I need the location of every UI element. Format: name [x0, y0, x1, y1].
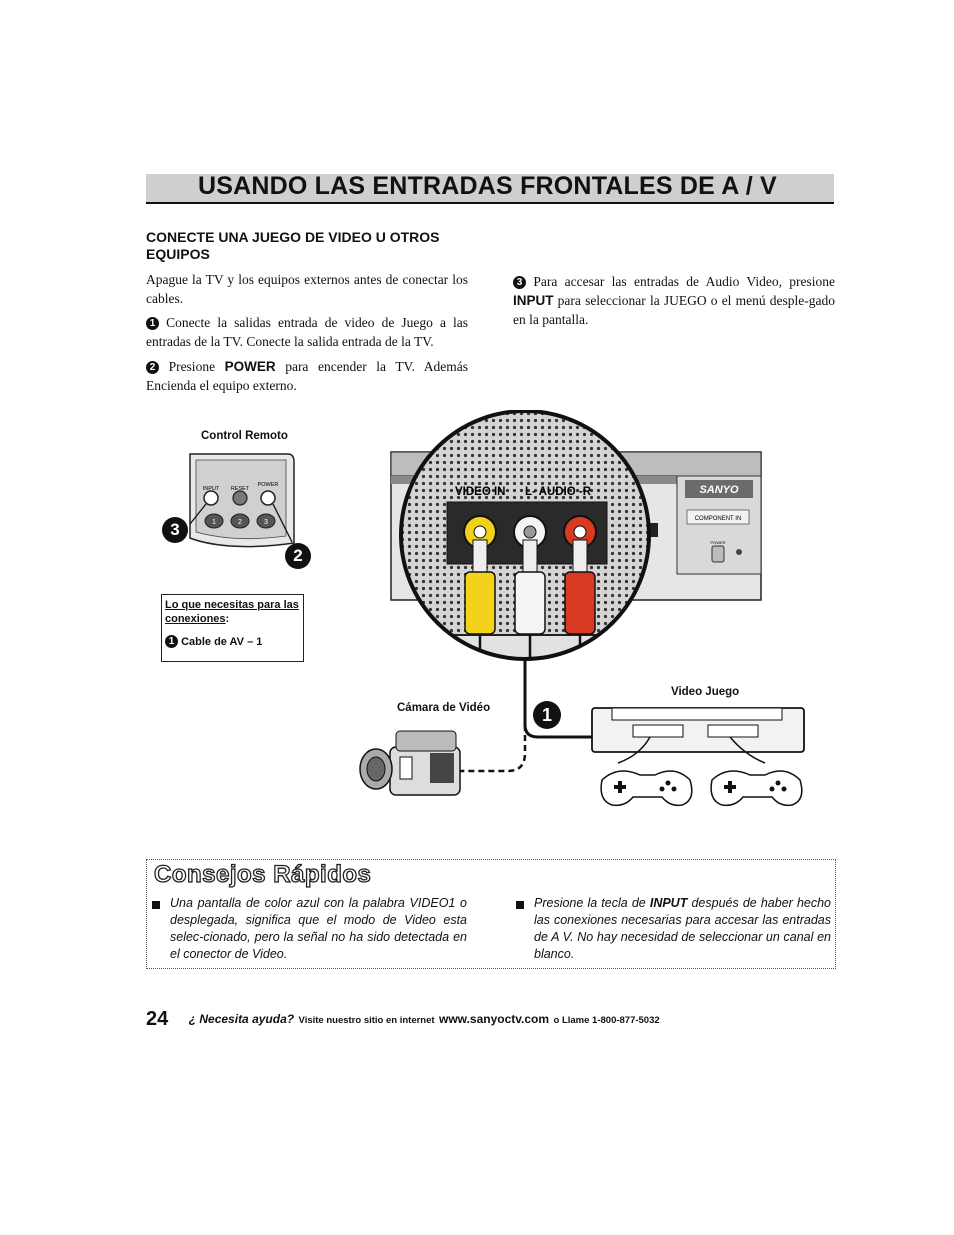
remote-digit: 1 — [212, 519, 216, 526]
remote-digit: 2 — [238, 519, 242, 526]
needs-item: 1 Cable de AV – 1 — [165, 635, 262, 648]
camcorder-icon — [359, 730, 461, 796]
step-3-pre: Para accesar las entradas de Audio Video… — [533, 274, 836, 289]
white-jack — [513, 515, 547, 635]
tip-2-keyword: INPUT — [649, 896, 688, 910]
cable-lines — [359, 683, 805, 807]
step-2: 2 Presione POWER para encender la TV. Ad… — [146, 357, 468, 395]
bullet-icon — [516, 901, 524, 909]
step-3: 3 Para accesar las entradas de Audio Vid… — [513, 272, 835, 329]
page-title: USANDO LAS ENTRADAS FRONTALES DE A / V — [198, 172, 777, 200]
tv-power-label: POWER — [710, 540, 725, 545]
sanyo-logo: SANYO — [699, 484, 739, 496]
step-2-post: para encender la TV. Además Encienda el … — [146, 359, 468, 393]
tip-2: Presione la tecla de INPUT después de ha… — [534, 896, 831, 961]
step-3-post: para seleccionar la JUEGO o el menú desp… — [513, 293, 835, 327]
page-number: 24 — [146, 1008, 169, 1030]
yellow-jack — [463, 515, 497, 635]
tips-title: Consejos Rápidos — [153, 860, 372, 888]
tv-front-panel: SANYO COMPONENT IN POWER VIDEO IN L- AUD… — [390, 410, 762, 690]
audio-label: L- AUDIO -R — [525, 486, 592, 498]
website-link[interactable]: www.sanyoctv.com — [439, 1012, 550, 1026]
step-2-pre: Presione — [168, 359, 225, 374]
remote-btn-label: INPUT — [203, 486, 220, 492]
help-text: ¿ Necesita ayuda? — [188, 1012, 295, 1026]
input-button — [203, 490, 219, 506]
remote-btn-label: POWER — [258, 482, 279, 488]
callout-2: 2 — [285, 543, 311, 569]
component-in-label: COMPONENT IN — [695, 516, 742, 522]
gamepad-icon — [710, 770, 803, 807]
step-2-keyword: POWER — [224, 359, 276, 374]
remote-illustration: INPUT RESET POWER 1 2 3 — [189, 453, 295, 548]
red-jack — [563, 515, 597, 635]
step-1-number: 1 — [146, 317, 159, 330]
step-2-number: 2 — [146, 361, 159, 374]
video-in-label: VIDEO IN — [455, 486, 505, 498]
footer: 24 ¿ Necesita ayuda? Visite nuestro siti… — [146, 1008, 660, 1031]
tips-box — [146, 859, 836, 969]
bullet-icon — [152, 901, 160, 909]
remote-btn-label: RESET — [231, 486, 250, 492]
phone-text: o Llame 1-800-877-5032 — [553, 1015, 660, 1026]
gamepad-icon — [600, 770, 693, 807]
remote-digit: 3 — [264, 519, 268, 526]
step-1: 1 Conecte la salidas entrada de video de… — [146, 313, 468, 351]
section-heading: CONECTE UNA JUEGO DE VIDEO U OTROS EQUIP… — [146, 229, 440, 262]
camera-label: Cámara de Vidéo — [397, 702, 491, 714]
reset-button — [232, 490, 248, 506]
tip-1: Una pantalla de color azul con la palabr… — [170, 896, 467, 961]
step-1-text: Conecte la salidas entrada de video de J… — [146, 315, 468, 349]
title-bar — [146, 174, 834, 204]
needs-box — [161, 594, 304, 662]
step-3-number: 3 — [513, 276, 526, 289]
needs-title: Lo que necesitas para las conexiones: — [165, 599, 299, 625]
visit-text: Visite nuestro sitio en internet — [298, 1015, 435, 1026]
remote-label: Control Remoto — [201, 430, 288, 442]
power-button — [260, 490, 276, 506]
step-3-keyword: INPUT — [513, 293, 554, 308]
callout-3: 3 — [162, 517, 188, 543]
game-label: Video Juego — [671, 686, 740, 698]
callout-1: 1 — [533, 701, 561, 729]
intro-paragraph: Apague la TV y los equipos externos ante… — [146, 272, 468, 306]
